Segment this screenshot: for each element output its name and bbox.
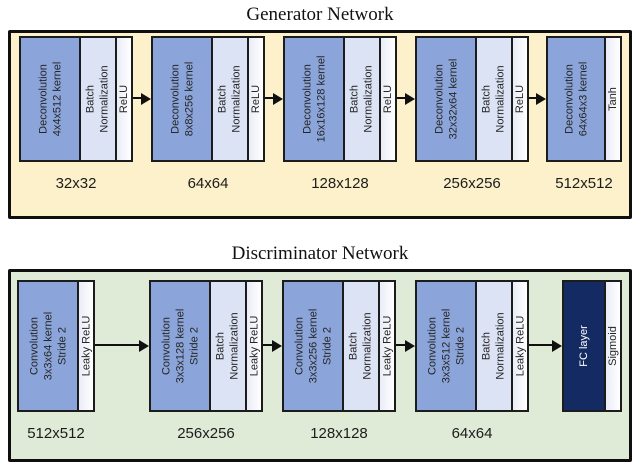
deconv-box: Deconvolution 4x4x512 kernel: [19, 36, 81, 162]
conv-box: Convolution 3x3x512 kernel Stride 2: [415, 280, 477, 412]
batch-norm-label: Batch Normalization: [481, 65, 507, 133]
dimension-label: 128x128: [310, 425, 368, 442]
conv-box: Convolution 3x3x256 kernel Stride 2: [282, 280, 344, 412]
batch-norm-label: Batch Normalization: [348, 312, 374, 380]
batch-norm-label: Batch Normalization: [217, 65, 243, 133]
deconv-label: Deconvolution 8x8x256 kernel: [169, 61, 196, 137]
relu-label: ReLU: [250, 84, 262, 114]
batch-norm-box: Batch Normalization: [211, 280, 247, 412]
dimension-label: 32x32: [55, 175, 97, 192]
leaky-relu-label: Leaky ReLU: [80, 315, 93, 377]
deconv-box: Deconvolution 64x64x3 kernel: [546, 36, 606, 162]
flow-arrow-icon: [265, 36, 283, 162]
leaky-relu-box: Leaky ReLU: [380, 280, 396, 412]
deconv-label: Deconvolution 4x4x512 kernel: [37, 61, 64, 137]
deconv-box: Deconvolution 32x32x64 kernel: [415, 36, 477, 162]
dimension-label: 256x256: [177, 425, 235, 442]
batch-norm-box: Batch Normalization: [81, 36, 117, 162]
conv-label: Convolution 3x3x256 kernel Stride 2: [293, 308, 334, 384]
dimension-label: 512x512: [27, 425, 85, 442]
discriminator-stage-4: Convolution 3x3x512 kernel Stride 2 Batc…: [415, 280, 529, 443]
deconv-label: Deconvolution 16x16x128 kernel: [301, 55, 327, 143]
relu-label: ReLU: [382, 84, 394, 114]
deconv-label: Deconvolution 64x64x3 kernel: [563, 61, 590, 137]
relu-box: ReLU: [249, 36, 265, 162]
discriminator-stage-1: Convolution 3x3x64 kernel Stride 2 Leaky…: [17, 280, 95, 443]
conv-label: Convolution 3x3x512 kernel Stride 2: [426, 308, 467, 384]
tanh-box: Tanh: [606, 36, 622, 162]
generator-title: Generator Network: [246, 4, 394, 25]
relu-label: ReLU: [514, 84, 526, 114]
discriminator-title: Discriminator Network: [231, 243, 409, 264]
leaky-relu-box: Leaky ReLU: [513, 280, 529, 412]
discriminator-stage-3: Convolution 3x3x256 kernel Stride 2 Batc…: [282, 280, 396, 443]
deconv-box: Deconvolution 8x8x256 kernel: [151, 36, 213, 162]
batch-norm-box: Batch Normalization: [213, 36, 249, 162]
generator-stage-2: Deconvolution 8x8x256 kernel Batch Norma…: [151, 36, 265, 193]
discriminator-panel: Convolution 3x3x64 kernel Stride 2 Leaky…: [8, 269, 632, 462]
flow-arrow-icon: [396, 280, 415, 412]
deconv-box: Deconvolution 16x16x128 kernel: [283, 36, 345, 162]
batch-norm-label: Batch Normalization: [349, 65, 375, 133]
generator-stages: Deconvolution 4x4x512 kernel Batch Norma…: [19, 36, 629, 193]
leaky-relu-label: Leaky ReLU: [381, 315, 394, 377]
dimension-label: 512x512: [555, 175, 613, 192]
leaky-relu-box: Leaky ReLU: [79, 280, 95, 412]
fc-layer-label: FC layer: [578, 325, 590, 367]
flow-arrow-icon: [263, 280, 282, 412]
conv-box: Convolution 3x3x64 kernel Stride 2: [17, 280, 79, 412]
generator-stage-4: Deconvolution 32x32x64 kernel Batch Norm…: [415, 36, 529, 193]
dimension-label: 256x256: [443, 175, 501, 192]
flow-arrow-icon: [95, 280, 149, 412]
batch-norm-label: Batch Normalization: [481, 312, 507, 380]
batch-norm-box: Batch Normalization: [344, 280, 380, 412]
fc-layer-box: FC layer: [562, 280, 606, 412]
sigmoid-label: Sigmoid: [607, 326, 619, 366]
generator-stage-1: Deconvolution 4x4x512 kernel Batch Norma…: [19, 36, 133, 193]
conv-label: Convolution 3x3x64 kernel Stride 2: [28, 311, 68, 381]
discriminator-stages: Convolution 3x3x64 kernel Stride 2 Leaky…: [17, 280, 629, 443]
dimension-label: 64x64: [187, 175, 229, 192]
generator-stage-5: Deconvolution 64x64x3 kernel Tanh 512x51…: [546, 36, 622, 193]
flow-arrow-icon: [397, 36, 415, 162]
batch-norm-box: Batch Normalization: [477, 280, 513, 412]
batch-norm-box: Batch Normalization: [345, 36, 381, 162]
flow-arrow-icon: [133, 36, 151, 162]
relu-box: ReLU: [117, 36, 133, 162]
generator-panel: Deconvolution 4x4x512 kernel Batch Norma…: [8, 30, 632, 219]
relu-label: ReLU: [118, 84, 130, 114]
flow-arrow-icon: [529, 280, 562, 412]
leaky-relu-box: Leaky ReLU: [247, 280, 263, 412]
generator-stage-3: Deconvolution 16x16x128 kernel Batch Nor…: [283, 36, 397, 193]
discriminator-stage-5: FC layer Sigmoid: [562, 280, 622, 412]
conv-label: Convolution 3x3x128 kernel Stride 2: [160, 308, 201, 384]
leaky-relu-label: Leaky ReLU: [248, 315, 261, 377]
dimension-label: 64x64: [451, 425, 493, 442]
batch-norm-box: Batch Normalization: [477, 36, 513, 162]
conv-box: Convolution 3x3x128 kernel Stride 2: [149, 280, 211, 412]
discriminator-stage-2: Convolution 3x3x128 kernel Stride 2 Batc…: [149, 280, 263, 443]
relu-box: ReLU: [381, 36, 397, 162]
deconv-label: Deconvolution 32x32x64 kernel: [433, 58, 460, 140]
batch-norm-label: Batch Normalization: [85, 65, 111, 133]
relu-box: ReLU: [513, 36, 529, 162]
flow-arrow-icon: [529, 36, 546, 162]
sigmoid-box: Sigmoid: [606, 280, 622, 412]
batch-norm-label: Batch Normalization: [215, 312, 241, 380]
dimension-label: 128x128: [311, 175, 369, 192]
tanh-label: Tanh: [607, 87, 620, 111]
leaky-relu-label: Leaky ReLU: [514, 315, 527, 377]
